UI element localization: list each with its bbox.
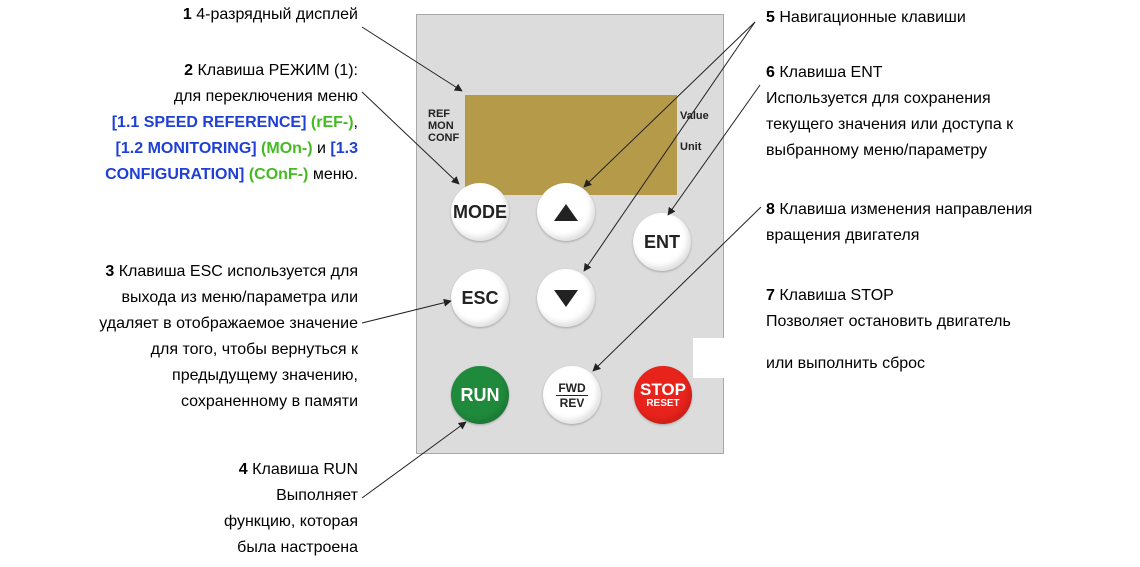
callout-6: 6 Клавиша ENT Используется для сохранени…	[766, 64, 1014, 159]
callout-2: 2 Клавиша РЕЖИМ (1): для переключения ме…	[105, 62, 358, 183]
mode-key-label: MODE	[453, 201, 507, 222]
callout-3-line	[361, 298, 452, 324]
ent-key-label: ENT	[644, 231, 680, 252]
callout-4-line	[361, 421, 467, 499]
run-key[interactable]: RUN	[451, 366, 509, 424]
callout-8-line	[592, 206, 762, 372]
stop-reset-key[interactable]: STOP RESET	[634, 366, 692, 424]
label-ref: REF	[428, 108, 450, 120]
down-arrow-icon	[554, 289, 578, 307]
callout-8: 8 Клавиша изменения направления вращения…	[766, 201, 1033, 244]
four-digit-display	[465, 95, 677, 195]
callout-2-line	[361, 91, 460, 185]
callout-3: 3 Клавиша ESC используется для выхода из…	[99, 263, 358, 410]
stop-label: STOP	[640, 379, 686, 399]
callout-1: 1 4-разрядный дисплей	[182, 6, 358, 23]
label-value: Value	[680, 110, 709, 122]
down-arrow-key[interactable]	[537, 269, 595, 327]
esc-key-label: ESC	[461, 287, 499, 308]
fwd-label: FWD	[556, 380, 588, 396]
rev-label: REV	[559, 395, 585, 410]
label-unit: Unit	[680, 141, 702, 153]
callout-6-line	[667, 84, 761, 216]
up-arrow-icon	[554, 203, 578, 221]
label-conf: CONF	[428, 132, 460, 144]
fwd-rev-key[interactable]: FWD REV	[543, 366, 601, 424]
up-arrow-key[interactable]	[537, 183, 595, 241]
display-left-labels: REF MON CONF	[428, 108, 459, 144]
run-key-label: RUN	[460, 384, 500, 405]
label-mon: MON	[428, 120, 454, 132]
esc-key[interactable]: ESC	[451, 269, 509, 327]
callout-5b-line	[583, 21, 756, 272]
callout-4: 4 Клавиша RUN Выполняет функцию, которая…	[223, 461, 358, 556]
callout-7: 7 Клавиша STOP Позволяет остановить двиг…	[766, 287, 1011, 372]
ent-key[interactable]: ENT	[633, 213, 691, 271]
callout-1-line	[361, 26, 463, 92]
mask-block	[693, 338, 741, 378]
callout-5: 5 Навигационные клавиши	[766, 9, 966, 26]
reset-label: RESET	[646, 397, 680, 409]
callout-5a-line	[583, 21, 756, 188]
mode-key[interactable]: MODE	[451, 183, 509, 241]
